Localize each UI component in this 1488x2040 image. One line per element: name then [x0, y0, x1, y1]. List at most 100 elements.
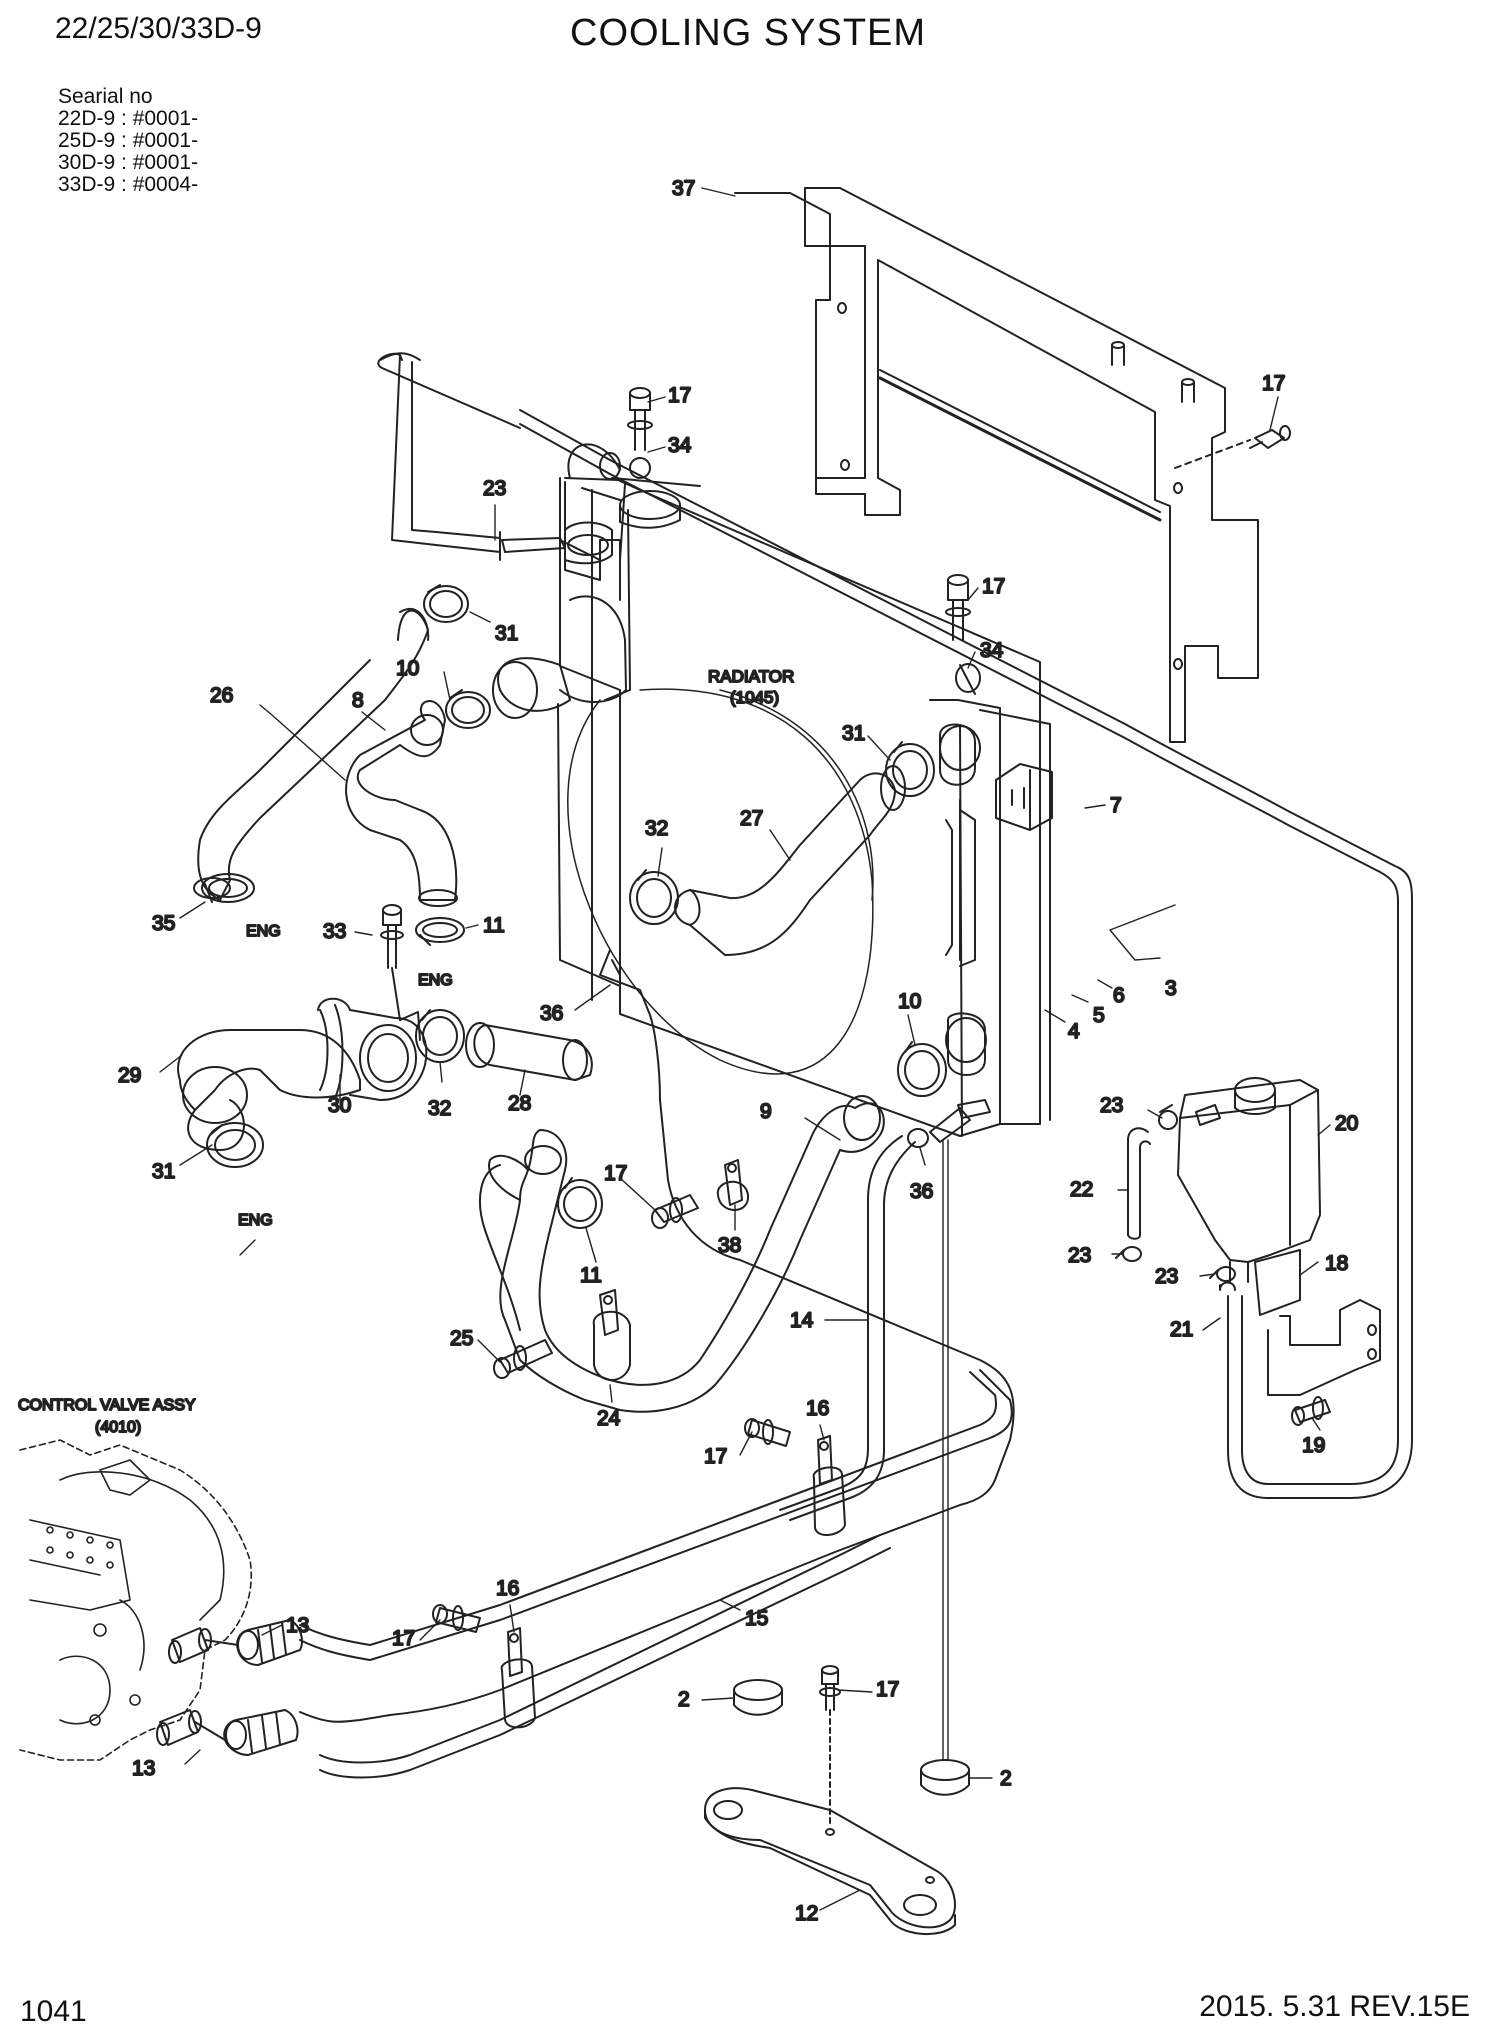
- callout-13-upper: 13: [286, 1614, 309, 1637]
- callout-25: 25: [450, 1327, 473, 1350]
- callout-33: 33: [323, 920, 346, 943]
- reserve-tank: [1178, 1078, 1320, 1282]
- callout-17-bracket12: 17: [876, 1678, 899, 1701]
- tube-clamp-middle: [956, 664, 980, 694]
- overflow-hose-22: [1128, 1128, 1150, 1238]
- adapter-13-lower: [157, 1710, 225, 1745]
- serial-22d9: 22D-9 : #0001-: [58, 107, 199, 130]
- hose-29: [178, 1030, 360, 1150]
- callout-9: 9: [760, 1100, 772, 1123]
- radiator-support-bracket: [735, 188, 1258, 742]
- callout-23-tank: 23: [1100, 1094, 1123, 1117]
- hose-clip-36-lower: [908, 1108, 970, 1147]
- serial-heading: Searial no: [58, 85, 153, 108]
- callout-21: 21: [1170, 1318, 1193, 1341]
- hose-clamp-11-lower: [558, 1178, 602, 1228]
- bolt-36-lower: [958, 1100, 990, 1118]
- callout-17-mid: 17: [982, 575, 1005, 598]
- hose-clamp-10-top: [446, 690, 490, 728]
- callout-35: 35: [152, 912, 175, 935]
- callout-22: 22: [1070, 1178, 1093, 1201]
- radiator-upper-neck: [940, 725, 980, 785]
- callout-17-clip16: 17: [704, 1445, 727, 1468]
- callout-37: 37: [672, 177, 695, 200]
- callout-34-mid: 34: [980, 639, 1004, 662]
- leader-lines: [160, 188, 1330, 1910]
- callout-11-lower: 11: [580, 1264, 602, 1287]
- serial-number-block: Searial no 22D-9 : #0001- 25D-9 : #0001-…: [58, 86, 198, 196]
- radiator-mount-plate: [996, 764, 1052, 830]
- callout-2-left: 2: [678, 1688, 690, 1711]
- callout-14: 14: [790, 1309, 814, 1332]
- hose-clip-24: [594, 1290, 630, 1380]
- callout-29: 29: [118, 1064, 141, 1087]
- hose-clamp-31-lower: [207, 1123, 263, 1167]
- callout-12: 12: [795, 1902, 818, 1925]
- callout-24: 24: [597, 1407, 621, 1430]
- callout-23-hose21: 23: [1155, 1265, 1178, 1288]
- hose-clamp-31-radiator: [886, 742, 934, 796]
- mount-bracket-12: [705, 1788, 955, 1934]
- eng-label-1: ENG: [246, 923, 281, 940]
- callout-11-upper: 11: [483, 914, 505, 937]
- tube-clamp-upper: [600, 453, 650, 479]
- eng-label-2: ENG: [418, 972, 453, 989]
- callout-17-clip38: 17: [604, 1162, 627, 1185]
- bleed-tube: [378, 353, 1412, 1498]
- callout-10-top: 10: [396, 657, 419, 680]
- radiator-core: [558, 478, 1050, 1136]
- control-valve-label: CONTROL VALVE ASSY: [18, 1397, 196, 1414]
- callout-10-lower: 10: [898, 990, 921, 1013]
- page-title: COOLING SYSTEM: [570, 12, 927, 54]
- hose-clamp-11-upper: [416, 918, 464, 945]
- callout-30: 30: [328, 1094, 351, 1117]
- hose-clamp-35: [202, 874, 254, 902]
- bolt-16-lower: [433, 1605, 480, 1632]
- callout-26: 26: [210, 684, 233, 707]
- callout-31-top: 31: [495, 622, 518, 645]
- callout-6: 6: [1113, 984, 1125, 1007]
- hose-clamp-32-lower: [416, 1010, 464, 1062]
- pipe-30: [318, 999, 426, 1100]
- callout-27: 27: [740, 807, 763, 830]
- callout-7: 7: [1110, 794, 1122, 817]
- radiator-lower-neck: [946, 1013, 986, 1075]
- callout-17-bracket: 17: [1262, 372, 1285, 395]
- hose-clamp-31-top: [424, 585, 468, 622]
- bolt-19: [1292, 1397, 1330, 1425]
- model-list: 22/25/30/33D-9: [55, 12, 262, 45]
- callout-16-lower: 16: [496, 1577, 519, 1600]
- bolt-bracket-12: [820, 1666, 840, 1825]
- callout-17-clip16b: 17: [392, 1627, 415, 1650]
- page-number: 1041: [20, 1995, 87, 2028]
- callout-38: 38: [718, 1234, 741, 1257]
- control-valve-assembly: [20, 1440, 251, 1760]
- eng-label-3: ENG: [238, 1212, 273, 1229]
- cooler-tubes-15: [300, 1370, 1012, 1778]
- reserve-hose-21: [1220, 1283, 1235, 1291]
- hose-fitting-lower: [224, 1710, 297, 1755]
- callout-18: 18: [1325, 1252, 1348, 1275]
- callout-23-top: 23: [483, 477, 506, 500]
- radiator-label: RADIATOR: [708, 667, 794, 686]
- drain-hose-14: [780, 1136, 915, 1520]
- rubber-mount-left: [734, 1680, 782, 1715]
- hose-clip-23-tank: [1159, 1105, 1177, 1129]
- callout-15: 15: [745, 1607, 768, 1630]
- callout-36-upper: 36: [540, 1002, 563, 1025]
- radiator-ref: (1045): [730, 688, 779, 707]
- callout-2-right: 2: [1000, 1767, 1012, 1790]
- callout-36-lower: 36: [910, 1180, 933, 1203]
- callout-8: 8: [352, 689, 364, 712]
- bolt-25: [494, 1340, 552, 1378]
- bolt-33: [381, 905, 403, 1020]
- revision-date: 2015. 5.31 REV.15E: [1199, 1990, 1470, 2023]
- callout-31-radiator: 31: [842, 722, 865, 745]
- tube-clip-16-upper: [814, 1436, 845, 1535]
- elbow-hose-8: [346, 701, 457, 906]
- upper-outlet-neck: [493, 596, 626, 718]
- bolt-16-upper: [745, 1419, 790, 1446]
- callout-23-hose22: 23: [1068, 1244, 1091, 1267]
- serial-25d9: 25D-9 : #0001-: [58, 129, 199, 152]
